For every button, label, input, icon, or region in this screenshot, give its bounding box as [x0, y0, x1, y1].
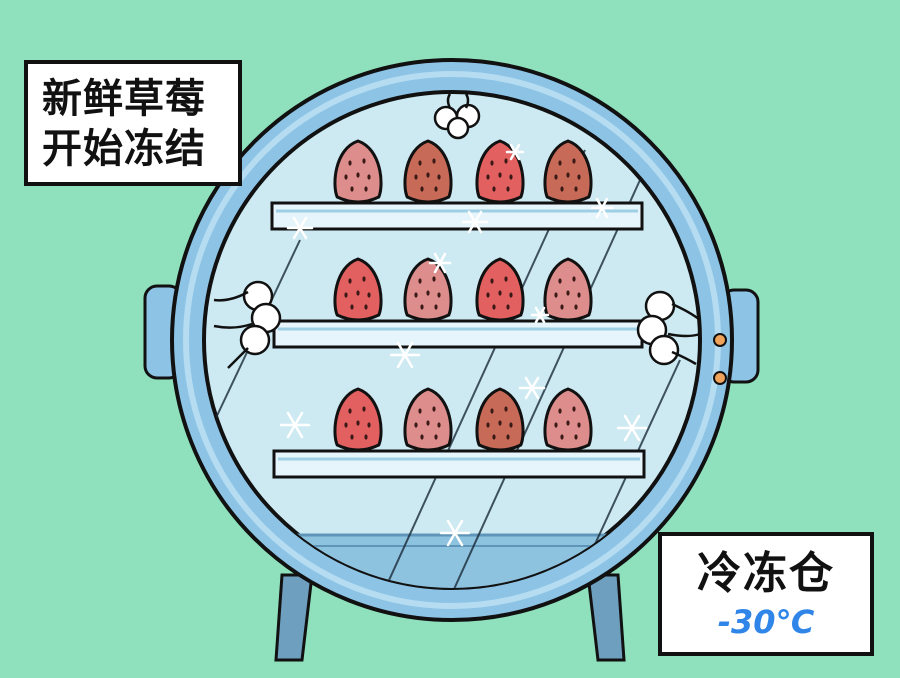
indicator-light: [713, 371, 727, 385]
strawberries: [333, 139, 593, 452]
right-leg: [586, 573, 626, 662]
left-leg: [274, 573, 314, 662]
snowflake-icon: [286, 216, 314, 240]
caption-line-2: 开始冻结: [42, 126, 206, 172]
cold-air-icon: [213, 280, 282, 369]
cold-air-icon: [433, 93, 481, 140]
strawberry-icon: [475, 387, 525, 452]
shelf: [270, 201, 644, 231]
strawberry-icon: [333, 139, 383, 204]
snowflake-icon: [389, 341, 421, 369]
chamber-legs: [274, 573, 626, 662]
cold-air-puffs: [213, 93, 701, 369]
shelf: [272, 449, 646, 479]
strawberry-icon: [543, 387, 593, 452]
strawberry-icon: [543, 139, 593, 204]
snowflake-icon: [279, 411, 311, 439]
shelf: [272, 319, 644, 349]
strawberry-icon: [333, 387, 383, 452]
strawberry-icon: [333, 257, 383, 322]
snowflake-icon: [428, 252, 452, 274]
strawberry-icon: [475, 257, 525, 322]
snowflake-icon: [505, 143, 525, 161]
shelves: [270, 201, 646, 479]
cold-air-icon: [636, 290, 701, 366]
snowflake-icon: [439, 519, 471, 547]
snowflake-icon: [616, 414, 648, 442]
caption-line-1: 新鲜草莓: [42, 76, 206, 122]
strawberry-icon: [543, 257, 593, 322]
chamber-temperature: -30℃: [717, 603, 815, 641]
snowflake-icon: [461, 210, 489, 234]
snowflake-icon: [518, 376, 546, 400]
indicator-light: [713, 333, 727, 347]
snowflake-icon: [590, 197, 614, 219]
caption-chamber: 冷冻仓 -30℃: [658, 532, 874, 656]
strawberry-icon: [403, 257, 453, 322]
caption-top: 新鲜草莓 开始冻结: [24, 60, 242, 186]
snowflakes: [279, 143, 648, 547]
strawberry-icon: [403, 139, 453, 204]
snowflake-icon: [530, 306, 550, 324]
strawberry-icon: [403, 387, 453, 452]
chamber-title: 冷冻仓: [697, 548, 835, 599]
